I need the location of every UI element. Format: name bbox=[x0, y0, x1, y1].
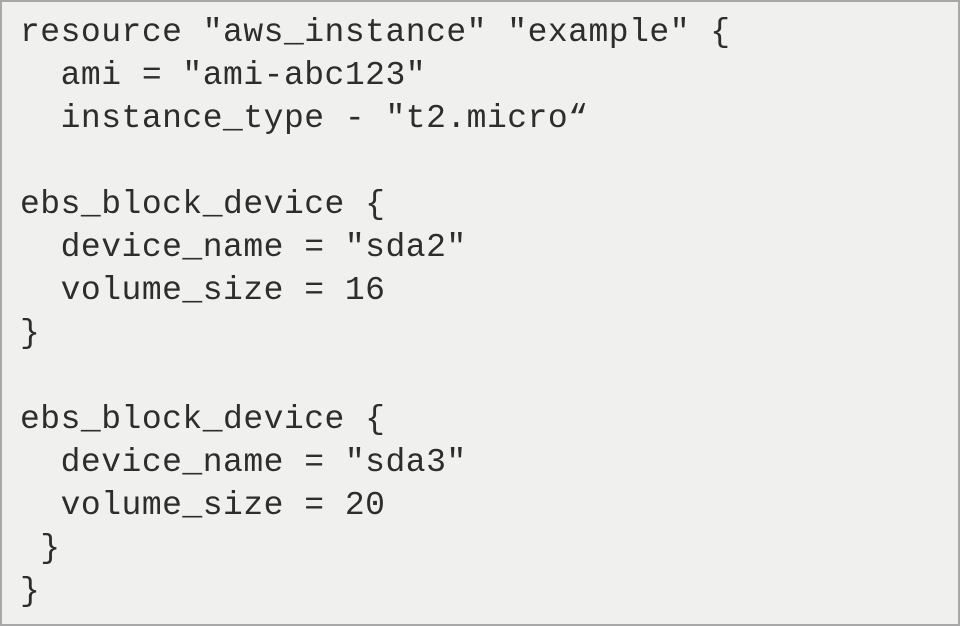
code-line-device-name-sda2: device_name = "sda2" bbox=[20, 229, 467, 266]
code-line-blank-2 bbox=[20, 355, 940, 398]
code-line-blank-1 bbox=[20, 140, 940, 183]
code-line-device-name-sda3: device_name = "sda3" bbox=[20, 444, 467, 481]
code-line-resource-open: resource "aws_instance" "example" { bbox=[20, 14, 731, 51]
code-line-volume-size-20: volume_size = 20 bbox=[20, 487, 386, 524]
code-line-instance-type: instance_type - "t2.micro“ bbox=[20, 100, 589, 137]
code-line-volume-size-16: volume_size = 16 bbox=[20, 272, 386, 309]
code-line-ebs-block-1-open: ebs_block_device { bbox=[20, 186, 386, 223]
code-line-ebs-block-2-close: } bbox=[20, 530, 61, 567]
code-line-ami: ami = "ami-abc123" bbox=[20, 57, 427, 94]
code-line-ebs-block-1-close: } bbox=[20, 315, 41, 352]
terraform-code-block: resource "aws_instance" "example" { ami … bbox=[20, 11, 940, 613]
code-line-ebs-block-2-open: ebs_block_device { bbox=[20, 401, 386, 438]
code-line-resource-close: } bbox=[20, 573, 41, 610]
